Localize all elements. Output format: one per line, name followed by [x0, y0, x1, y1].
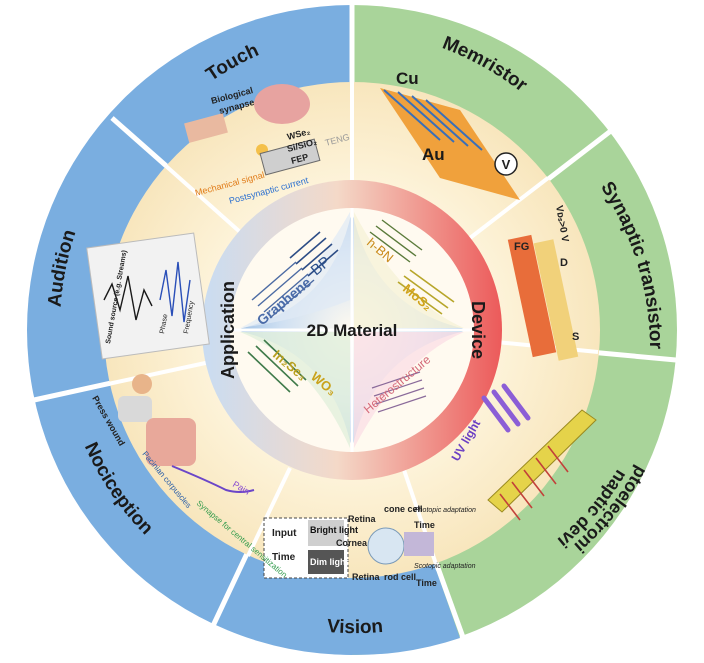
label-bright: Bright light [310, 525, 358, 535]
label-rod: rod cell [384, 572, 416, 582]
label-retina-bot: Retina [352, 572, 381, 582]
skin-block-icon [184, 113, 228, 143]
bright-light-box [308, 520, 344, 546]
label-au: Au [422, 145, 445, 164]
label-cornea: Cornea [336, 538, 368, 548]
bp-lattice-icon [289, 231, 339, 277]
person-body-icon [118, 396, 152, 422]
label-phase: Phase [159, 313, 169, 334]
label-cone: cone cell [384, 504, 423, 514]
vision-panel: Input Time Bright light Dim light Retina… [263, 504, 476, 588]
mos2-lattice-icon [397, 269, 455, 315]
flower-photo [404, 532, 434, 556]
label-photopic: Photopic adaptation [414, 507, 476, 514]
sector-vision: Vision [326, 616, 383, 638]
heterostructure-icon [371, 371, 427, 413]
label-time-left: Time [272, 552, 296, 563]
transistor-channel [507, 234, 557, 358]
label-retina-top: Retina [348, 514, 377, 524]
center-title: 2D Material [307, 321, 398, 340]
label-s: S [572, 331, 579, 343]
label-v: V [502, 157, 511, 172]
neuron-path-icon [171, 465, 255, 493]
label-fg: FG [514, 241, 529, 253]
eye-icon [367, 527, 405, 565]
skin-tissue-icon [146, 418, 196, 466]
memristor-panel: V Cu Au [380, 69, 520, 200]
person-head-icon [132, 374, 152, 394]
label-scotopic: Scotopic adaptation [414, 563, 476, 570]
ring-label-application: Application [218, 281, 238, 379]
ring-label-device: Device [468, 301, 488, 359]
hbn-lattice-icon [369, 219, 423, 263]
in2se3-lattice-icon [247, 339, 307, 393]
label-d: D [560, 257, 568, 269]
label-time-bot: Time [416, 578, 437, 588]
label-cu: Cu [396, 69, 419, 88]
quadrant-tr [354, 212, 464, 328]
inner-dividers [107, 80, 599, 571]
label-time-top: Time [414, 520, 435, 530]
dim-light-box [308, 550, 344, 574]
quadrant-bl [240, 332, 350, 448]
uv-arrows-icon [481, 383, 531, 433]
label-input: Input [272, 528, 297, 539]
quadrant-tl [240, 212, 350, 328]
brain-icon [254, 84, 310, 124]
label-fep: FEP [290, 152, 310, 166]
waveform-icon [103, 275, 153, 321]
quadrant-br [354, 332, 464, 448]
label-dim: Dim light [310, 557, 349, 567]
audition-panel: Sound source (e.g. Streams) Phase Freque… [86, 232, 210, 360]
memristor-electrode-au [380, 88, 520, 200]
graphene-lattice-icon [251, 261, 315, 319]
voltmeter-icon [494, 152, 518, 176]
teng-stack-icon [259, 138, 321, 176]
